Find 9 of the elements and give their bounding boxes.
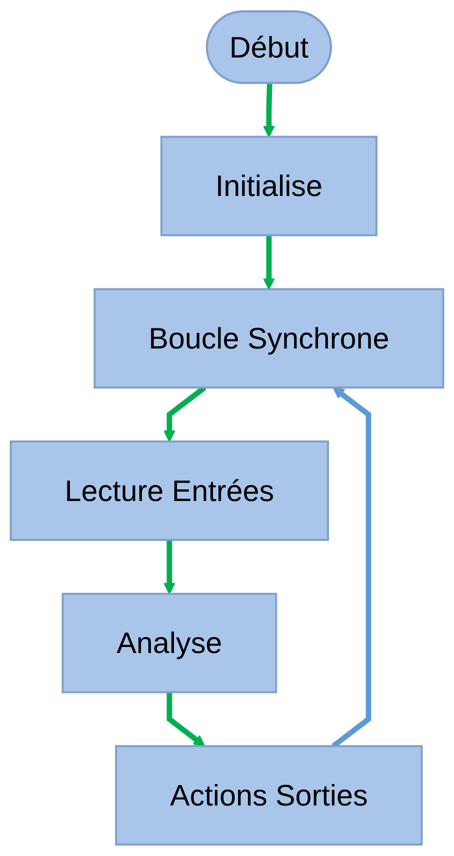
node-box: Analyse (62, 592, 278, 694)
arrow (263, 84, 275, 138)
node-box: Boucle Synchrone (94, 288, 444, 389)
node-box: Lecture Entrées (10, 440, 330, 541)
arrow (166, 692, 206, 747)
node-box: Initialise (160, 136, 378, 236)
arrow (163, 540, 176, 594)
arrow (263, 235, 275, 290)
node-box: Actions Sorties (115, 745, 423, 846)
